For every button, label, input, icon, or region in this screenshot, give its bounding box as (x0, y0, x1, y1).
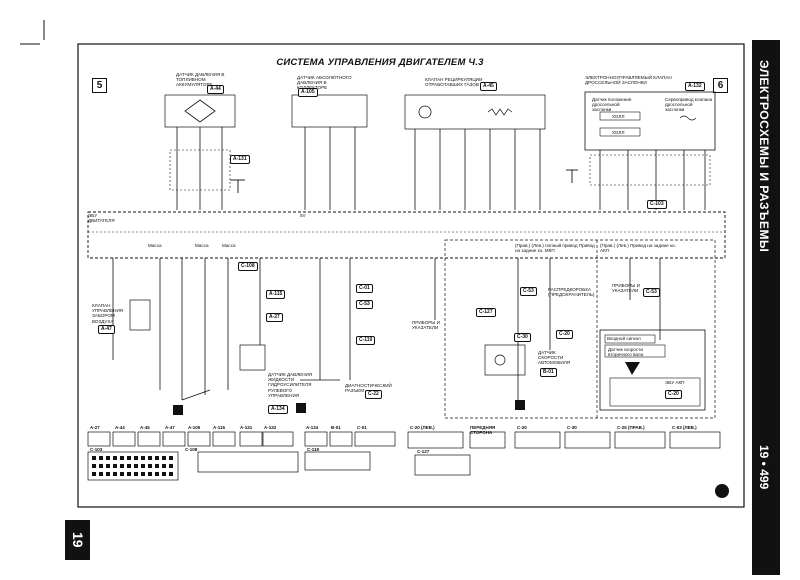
conn-c01: C-01 (357, 425, 367, 430)
conn-a44: A-44 (115, 425, 125, 430)
diag-tag: C-22 (365, 390, 382, 399)
conn-c25-right: C-25 (ПРАВ.) (617, 425, 645, 430)
diag-label: ДИАГНОСТИЧЕСКИЙ РАЗЪЕМ (345, 383, 392, 394)
intake-valve-tag: A-47 (98, 325, 115, 334)
instruments-2: ПРИБОРЫ И УКАЗАТЕЛИ (612, 283, 640, 294)
side-band (752, 40, 780, 575)
mass-2: Масса (195, 243, 209, 248)
at-ecu-label: ЭБУ АКП (665, 380, 685, 385)
conn-c20-left: C-20 (ЛЕВ.) (410, 425, 435, 430)
tag-c20: C-20 (556, 330, 573, 339)
tag-a115: A-115 (266, 290, 286, 299)
tag-c01: C-01 (356, 284, 373, 293)
at-ecu-tag: C-20 (665, 390, 682, 399)
hall-main-label: ХОЛЛ (612, 114, 625, 119)
throttle-pos-label: Датчик положения дроссельной заслонки (592, 97, 632, 113)
tag-c30: C-30 (514, 333, 531, 342)
secondary-speed-label: Датчик скорости вторичного вала (608, 347, 644, 358)
conn-c119: C-119 (307, 447, 320, 452)
mass-1: Масса (148, 243, 162, 248)
chapter-tab: 19 (65, 520, 90, 560)
ps-sensor-tag: A-134 (268, 405, 288, 414)
conn-a115: A-115 (213, 425, 226, 430)
conn-c53-left: C-53 (ЛЕВ.) (672, 425, 697, 430)
diagram-title: СИСТЕМА УПРАВЛЕНИЯ ДВИГАТЕЛЕМ Ч.3 (276, 57, 484, 68)
conn-c20: C-20 (517, 425, 527, 430)
intake-valve-label: КЛАПАН УПРАВЛЕНИЯ ЗАБОРОМ ВОЗДУХА (92, 303, 124, 324)
page-ref-left: 5 (92, 78, 107, 93)
throttle-tag: A-132 (685, 82, 705, 91)
conn-a105: A-105 (188, 425, 201, 430)
page-ref-right: 6 (713, 78, 728, 93)
tag-c127: C-127 (476, 308, 496, 317)
tag-c108: C-108 (238, 262, 258, 271)
conn-a131: A-131 (240, 425, 253, 430)
tag-a27: A-27 (266, 313, 283, 322)
instruments-1: ПРИБОРЫ И УКАЗАТЕЛИ (412, 320, 440, 331)
conn-a27: A-27 (90, 425, 100, 430)
tag-c53b: C-53 (520, 287, 537, 296)
conn-a134: A-134 (306, 425, 319, 430)
conn-a132: A-132 (264, 425, 277, 430)
egr-valve-label: КЛАПАН РЕЦИРКУЛЯЦИИ ОТРАБОТАВШИХ ГАЗОВ (425, 77, 483, 88)
input-signal-label: Входной сигнал (607, 336, 641, 341)
transfer-label: РАСПРЕДКОРОБКА (ПРЕДОХРАНИТЕЛЬ) (548, 287, 595, 298)
variant-2: (Прав.) (Лев.) Привод на задние ко. АКП (600, 243, 676, 254)
conn-c103: C-103 (90, 447, 103, 452)
conn-b01: B-01 (331, 425, 341, 430)
conn-c127: C-127 (417, 449, 430, 454)
hall-sub-label: ХОЛЛ (612, 130, 625, 135)
side-page-number: 19 • 499 (757, 445, 771, 490)
ps-sensor-label: ДАТЧИК ДАВЛЕНИЯ ЖИДКОСТИ ГИДРОУСИЛИТЕЛЯ … (268, 372, 313, 398)
speed-tag: B-01 (540, 368, 557, 377)
tag-c53a: C-53 (356, 300, 373, 309)
abs-pressure-label: ДАТЧИК АБСОЛЮТНОГО ДАВЛЕНИЯ В КОЛЛЕКТОРЕ (297, 75, 352, 90)
tag-c103: C-103 (647, 200, 667, 209)
conn-front-side: ПЕРЕДНЯЯ СТОРОНА (470, 425, 496, 435)
speed-label: ДАТЧИК СКОРОСТИ АВТОМОБИЛЯ (538, 350, 571, 366)
conn-a45: A-45 (140, 425, 150, 430)
ecu-label: ЭБУ ДВИГАТЕЛЯ (88, 213, 115, 224)
mass-3: Масса (222, 243, 236, 248)
tag-a131: A-131 (230, 155, 250, 164)
abs-pressure-tag: A-105 (298, 88, 318, 97)
egr-valve-tag: A-45 (480, 82, 497, 91)
v5-label: 5V (300, 213, 306, 218)
fuel-pressure-tag: A-44 (207, 85, 224, 94)
conn-c30: C-30 (567, 425, 577, 430)
conn-c108: C-108 (185, 447, 198, 452)
throttle-motor-label: Сервопривод клапана дроссельной заслонки (665, 97, 713, 113)
side-title: ЭЛЕКТРОСХЕМЫ И РАЗЪЕМЫ (757, 60, 771, 253)
fuel-pressure-label: ДАТЧИК ДАВЛЕНИЯ В ТОПЛИВНОМ АККУМУЛЯТОРЕ (176, 72, 225, 88)
conn-a47: A-47 (165, 425, 175, 430)
throttle-label: ЭЛЕКТРОННОУПРАВЛЯЕМЫЙ КЛАПАН ДРОССЕЛЬНОЙ… (585, 75, 672, 86)
tag-c119: C-119 (356, 336, 376, 345)
variant-1: (Прав.) (Лев.) полный привод Привод на з… (515, 243, 595, 254)
tag-c53c: C-53 (643, 288, 660, 297)
